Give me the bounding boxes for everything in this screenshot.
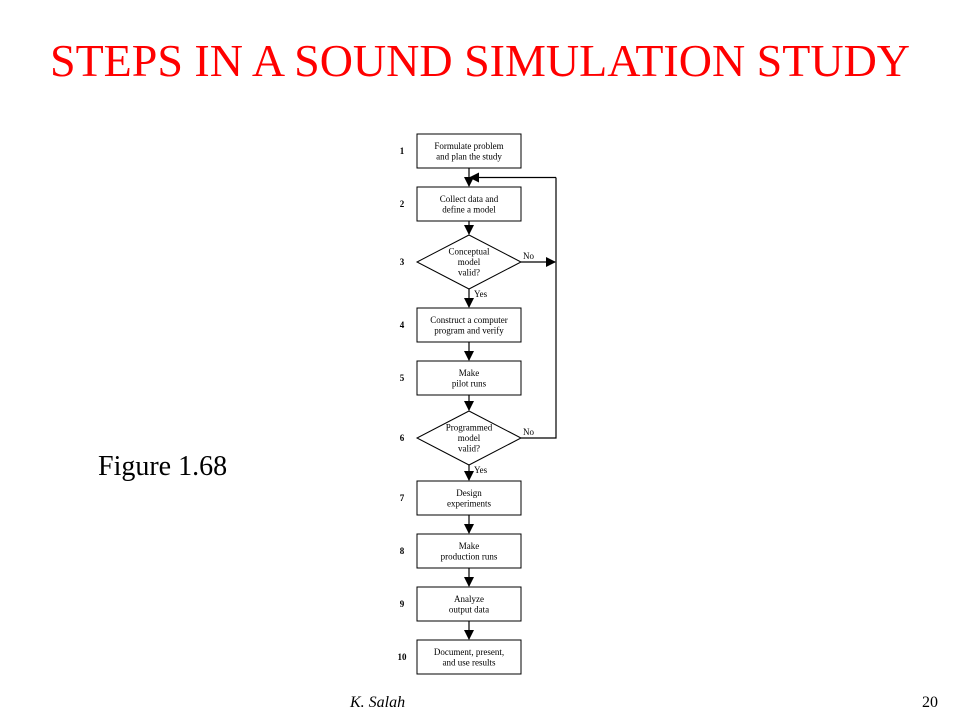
step-label-line: Formulate problem — [434, 141, 503, 151]
process-box — [416, 360, 522, 396]
decision-diamond — [415, 410, 523, 466]
process-box — [416, 586, 522, 622]
step-label-line: Design — [456, 488, 482, 498]
step-number: 2 — [400, 199, 405, 209]
step-number: 10 — [398, 652, 408, 662]
process-box — [416, 480, 522, 516]
step-label-line: output data — [449, 604, 489, 614]
process-box — [416, 639, 522, 675]
step-label-line: Analyze — [454, 594, 484, 604]
step-number: 5 — [400, 373, 405, 383]
step-label-line: Conceptual — [449, 247, 490, 257]
process-box — [416, 307, 522, 343]
step-label-line: define a model — [442, 204, 496, 214]
figure-caption: Figure 1.68 — [98, 451, 228, 482]
step-number: 8 — [400, 546, 405, 556]
step-label-line: Make — [459, 368, 480, 378]
slide-title: STEPS IN A SOUND SIMULATION STUDY — [49, 35, 911, 86]
step-label-line: Construct a computer — [430, 315, 507, 325]
decision-diamond — [415, 234, 523, 290]
step-number: 4 — [400, 320, 405, 330]
loop-line-step-6 — [521, 177, 557, 439]
step-number: 9 — [400, 599, 405, 609]
decision-no-label: No — [523, 427, 534, 437]
step-number: 6 — [400, 433, 405, 443]
decision-no-label: No — [523, 251, 534, 261]
process-box — [416, 133, 522, 169]
process-box — [416, 533, 522, 569]
step-label-line: Programmed — [446, 423, 493, 433]
step-number: 1 — [400, 146, 405, 156]
step-label-line: and plan the study — [436, 151, 502, 161]
step-label-line: production runs — [441, 551, 498, 561]
process-box — [416, 186, 522, 222]
step-label-line: model — [458, 257, 481, 267]
step-label-line: valid? — [458, 268, 480, 278]
step-label-line: Document, present, — [434, 647, 504, 657]
decision-yes-label: Yes — [474, 465, 488, 475]
flowchart-step-10: Document, present,and use results 10 — [398, 639, 522, 675]
step-label-line: experiments — [447, 498, 491, 508]
step-label-line: and use results — [443, 657, 496, 667]
step-number: 7 — [400, 493, 405, 503]
footer-author: K. Salah — [350, 694, 406, 711]
step-label-line: Collect data and — [440, 194, 499, 204]
decision-yes-label: Yes — [474, 289, 488, 299]
step-number: 3 — [400, 257, 405, 267]
page-number: 20 — [922, 694, 938, 711]
step-label-line: pilot runs — [452, 378, 487, 388]
step-label-line: valid? — [458, 444, 480, 454]
step-label-line: model — [458, 433, 481, 443]
step-label-line: Make — [459, 541, 480, 551]
step-label-line: program and verify — [434, 325, 504, 335]
